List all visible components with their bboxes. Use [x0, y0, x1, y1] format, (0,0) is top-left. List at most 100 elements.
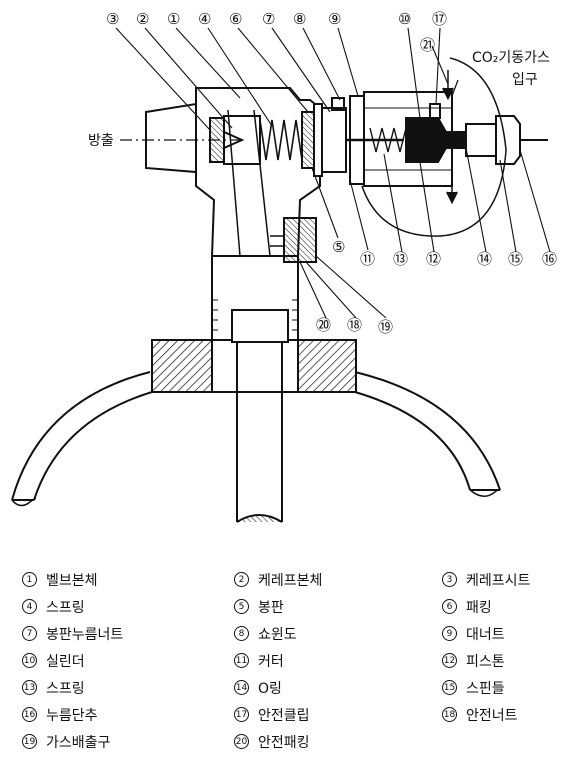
valve-cross-section-diagram: ③ ② ① ④ ⑥ ⑦ ⑧ ⑨ ⑩ ⑰ ㉑ ⑤ ⑪ ⑬ ⑫ ⑭ ⑮ ⑯ ⑳ ⑱ …: [11, 10, 557, 523]
legend-item: 18 안전너트: [442, 701, 567, 728]
callout-7: ⑦: [262, 10, 275, 28]
detail-circle: [361, 57, 507, 237]
outlet-label: 방출: [88, 133, 114, 149]
callout-21: ㉑: [420, 36, 435, 54]
legend-number: 6: [442, 599, 457, 614]
callout-4: ④: [198, 10, 211, 28]
legend-part-name: O링: [258, 680, 282, 697]
legend-item: 14 O링: [234, 674, 442, 701]
callout-9: ⑨: [328, 10, 341, 28]
legend-number: 9: [442, 626, 457, 641]
legend-part-name: 스프링: [46, 680, 85, 697]
legend-item: 9 대너트: [442, 620, 567, 647]
legend-number: 16: [22, 707, 37, 722]
legend-number: 12: [442, 653, 457, 668]
spindle: [465, 123, 497, 157]
callout-2: ②: [136, 10, 149, 28]
callout-12: ⑫: [426, 250, 441, 268]
legend-part-name: 쇼윈도: [258, 626, 297, 643]
callout-20: ⑳: [316, 316, 331, 334]
legend-number: 20: [234, 734, 249, 749]
seal-plate: [301, 111, 315, 169]
callout-6: ⑥: [229, 10, 242, 28]
push-button: [495, 115, 521, 165]
tank-neck-collar-right: [297, 339, 357, 393]
show-window: [331, 97, 345, 111]
cap-seat: [209, 117, 225, 163]
callout-17: ⑰: [432, 10, 447, 28]
legend-item: 11 커터: [234, 647, 442, 674]
spring: [259, 119, 303, 161]
callout-15: ⑮: [508, 250, 523, 268]
tank-neck-collar-left: [151, 339, 213, 393]
safety-clip: [429, 103, 441, 119]
legend-item: 3 케레프시트: [442, 566, 567, 593]
legend-item: 16 누름단추: [22, 701, 234, 728]
legend-number: 2: [234, 572, 249, 587]
legend-number: 7: [22, 626, 37, 641]
valve-neck: [211, 256, 299, 340]
callout-3: ③: [106, 10, 119, 28]
callout-19: ⑲: [378, 318, 393, 336]
legend-number: 17: [234, 707, 249, 722]
legend-part-name: 안전너트: [466, 707, 518, 724]
legend-number: 14: [234, 680, 249, 695]
legend-part-name: 안전패킹: [258, 734, 310, 751]
legend-part-name: 케레프시트: [466, 572, 531, 589]
legend-number: 11: [234, 653, 249, 668]
tank-wall-inner: [33, 391, 153, 501]
legend-item: 12 피스톤: [442, 647, 567, 674]
legend-item: 13 스프링: [22, 674, 234, 701]
legend-part-name: 케레프본체: [258, 572, 323, 589]
gas-discharge-port: [283, 217, 317, 263]
legend-part-name: 대너트: [466, 626, 505, 643]
legend-part-name: 스핀들: [466, 680, 505, 697]
legend-part-name: 피스톤: [466, 653, 505, 670]
callout-11: ⑪: [360, 250, 375, 268]
callout-10: ⑩: [398, 10, 411, 28]
piston: [405, 117, 467, 163]
legend-part-name: 가스배출구: [46, 734, 111, 751]
legend-part-name: 커터: [258, 653, 284, 670]
legend-part-name: 안전클립: [258, 707, 310, 724]
legend-item: 6 패킹: [442, 593, 567, 620]
legend-number: 13: [22, 680, 37, 695]
legend-number: 5: [234, 599, 249, 614]
legend-part-name: 패킹: [466, 599, 492, 616]
legend-part-name: 봉판누름너트: [46, 626, 124, 643]
tank-wall-outer: [11, 371, 151, 501]
legend-number: 15: [442, 680, 457, 695]
packing: [313, 103, 323, 177]
inner-spring: [369, 127, 407, 153]
legend-item: 19 가스배출구: [22, 728, 234, 755]
legend-item: 17 안전클립: [234, 701, 442, 728]
legend-number: 1: [22, 572, 37, 587]
legend-item: 5 봉판: [234, 593, 442, 620]
legend-number: 18: [442, 707, 457, 722]
callout-14: ⑭: [477, 250, 492, 268]
callout-5: ⑤: [332, 238, 345, 256]
legend-number: 19: [22, 734, 37, 749]
legend-item: 7 봉판누름너트: [22, 620, 234, 647]
callout-13: ⑬: [393, 250, 408, 268]
inlet-label-line1: CO₂기동가스: [472, 50, 550, 66]
legend-item: 20 안전패킹: [234, 728, 442, 755]
callout-16: ⑯: [542, 250, 557, 268]
callout-1: ①: [167, 10, 180, 28]
legend-part-name: 벨브본체: [46, 572, 98, 589]
valve-body: [195, 87, 321, 257]
legend-part-name: 봉판: [258, 599, 284, 616]
callout-18: ⑱: [347, 316, 362, 334]
legend-item: 15 스핀들: [442, 674, 567, 701]
outlet-nozzle: [145, 102, 197, 174]
legend-number: 3: [442, 572, 457, 587]
siphon-tube: [236, 318, 283, 522]
inlet-label-line2: 입구: [512, 72, 538, 88]
legend-item: 1 벨브본체: [22, 566, 234, 593]
legend-part-name: 누름단추: [46, 707, 98, 724]
legend-part-name: 스프링: [46, 599, 85, 616]
